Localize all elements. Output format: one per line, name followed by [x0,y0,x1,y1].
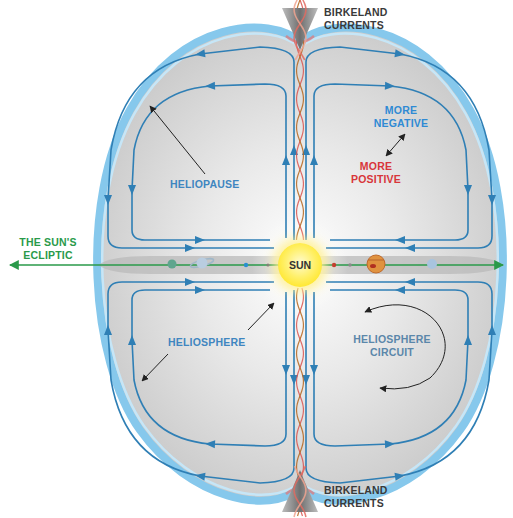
polarity-label: MORE NEGATIVE [370,104,432,130]
callout-arrow [248,303,274,330]
field-lines [104,47,298,252]
circuit-label: HELIOSPHERE CIRCUIT [352,333,432,359]
field-lines [302,278,496,483]
field-lines [104,278,298,483]
planet [367,255,385,273]
planet-band [368,260,384,261]
double-arrow [386,134,405,156]
current-funnel [282,8,318,50]
planet [348,263,352,267]
planet [244,263,248,267]
callout-arrow [150,106,205,174]
planet-spot [370,264,376,268]
planet [332,263,336,267]
current-label: BIRKELAND CURRENTS [324,484,406,510]
node-text: SUN [289,259,311,271]
region-label: HELIOPAUSE [170,178,239,191]
current-strand [294,466,306,517]
ecliptic-label: THE SUN'S ECLIPTIC [8,236,88,262]
callout-arrow [142,354,168,381]
field-lines [302,47,496,252]
current-label: BIRKELAND CURRENTS [324,6,406,32]
current-strand [294,0,306,60]
planet [266,263,269,266]
sun-circle: SUN [278,243,322,287]
planet [168,260,177,269]
current-strand [294,466,306,517]
planet-ring [190,257,215,269]
planet [197,258,208,269]
region-label: HELIOSPHERE [168,336,245,349]
current-strand [294,0,306,60]
planet [427,259,437,269]
polarity-label: MORE POSITIVE [345,160,407,186]
